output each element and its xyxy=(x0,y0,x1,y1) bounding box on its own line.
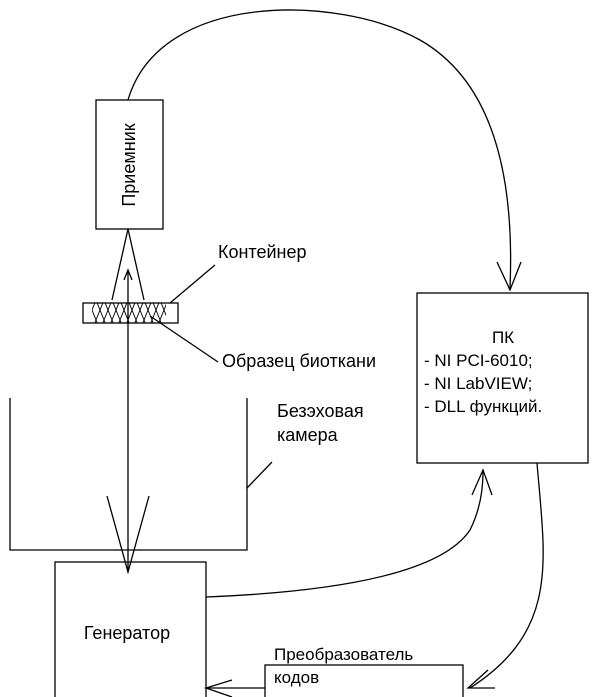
generator-input-arrowhead xyxy=(203,679,233,697)
beam-arrowhead xyxy=(123,268,133,281)
pc-title: ПК xyxy=(492,328,514,347)
converter-label-line-1: Преобразователь xyxy=(274,645,413,664)
pc-return-arrowhead xyxy=(471,468,493,496)
anechoic-chamber xyxy=(9,398,248,551)
biotissue-sample xyxy=(92,303,166,323)
receiver-label: Приемник xyxy=(119,123,139,206)
pc-line-1: - NI PCI-6010; xyxy=(424,351,533,370)
chamber-label-line-2: камера xyxy=(277,425,339,445)
receiver-to-pc-connector xyxy=(127,9,512,289)
sample-label: Образец биоткани xyxy=(222,351,376,371)
pc-input-arrowhead xyxy=(496,261,522,292)
converter-label-line-2: кодов xyxy=(274,668,319,687)
receiver-box xyxy=(95,99,164,230)
pc-box xyxy=(416,292,589,464)
pc-line-3: - DLL функций. xyxy=(424,397,542,416)
generator-box xyxy=(54,561,207,697)
generator-cone xyxy=(106,495,150,575)
chamber-label-line-1: Безэховая xyxy=(277,401,364,421)
pc-line-2: - NI LabVIEW; xyxy=(424,374,532,393)
receiver-cone xyxy=(111,228,145,301)
generator-label: Генератор xyxy=(84,623,170,643)
pc-to-converter-connector xyxy=(469,462,544,689)
chamber-leader xyxy=(246,461,273,489)
container-leader xyxy=(169,264,216,304)
container-label: Контейнер xyxy=(218,242,307,262)
converter-input-arrowhead xyxy=(466,669,495,689)
sample-leader xyxy=(149,315,219,363)
generator-to-pc-connector xyxy=(205,471,484,598)
